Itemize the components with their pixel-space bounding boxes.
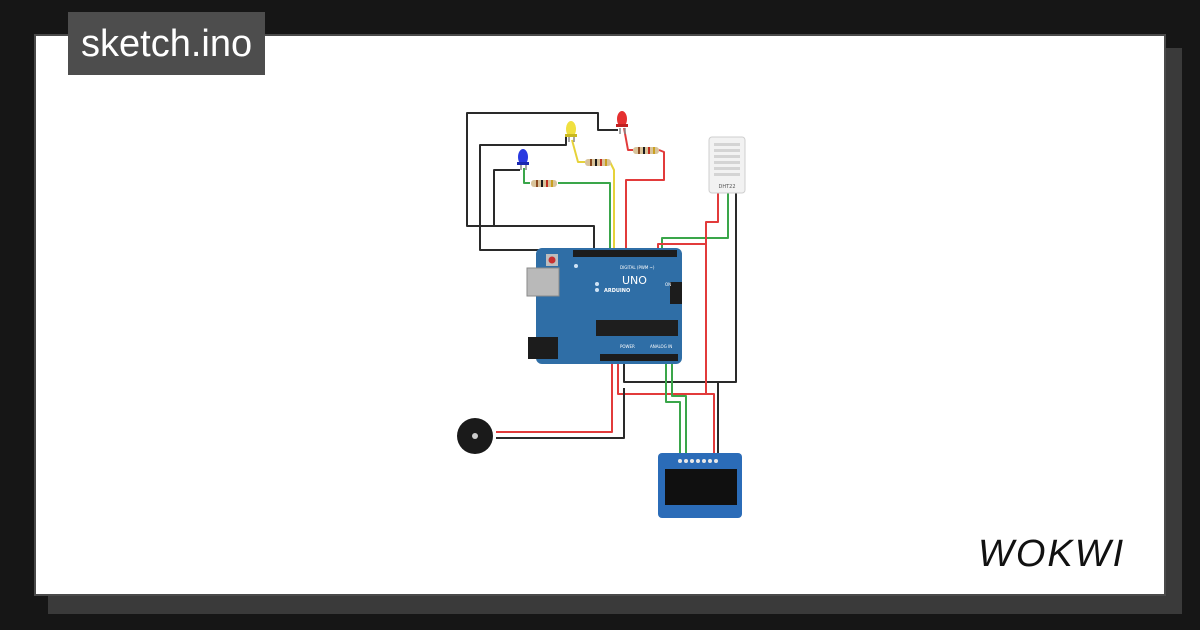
wire-green-blue-2 (558, 182, 611, 252)
sketch-title: sketch.ino (81, 22, 253, 65)
power-label: POWER (620, 344, 635, 349)
oled-display (658, 453, 742, 518)
wire-green-sda (665, 358, 681, 460)
arduino-label: ARDUINO (604, 288, 630, 294)
dht-label: DHT22 (718, 184, 735, 190)
wire-green-blue (523, 168, 530, 184)
wokwi-logo-text: WOKWI (978, 533, 1125, 575)
wire-green-scl (671, 358, 687, 460)
wire-black-blue-led (493, 169, 520, 226)
resistor-3 (531, 180, 557, 187)
wire-black-red-led (466, 112, 618, 250)
wires (466, 112, 737, 460)
led-blue (517, 149, 529, 170)
uno-label: UNO (622, 274, 647, 287)
wire-red-oled (706, 393, 715, 460)
led-yellow (565, 121, 577, 142)
wire-red-led-2 (625, 149, 665, 252)
title-badge: sketch.ino (68, 12, 266, 75)
wire-yellow-2 (609, 161, 615, 252)
wire-dht-black (623, 192, 737, 383)
wire-dht-red (657, 192, 719, 252)
wire-black-yellow-led (479, 136, 572, 251)
resistor-1 (633, 147, 659, 154)
on-label: ON (665, 282, 671, 287)
led-red (616, 111, 628, 134)
wire-buzzer-black (496, 388, 625, 439)
wire-red-5v (617, 244, 707, 395)
wokwi-logo: WOKWI (978, 533, 1125, 575)
digital-label: DIGITAL (PWM ~) (620, 265, 655, 270)
resistor-2 (585, 159, 611, 166)
wire-buzzer-red (496, 358, 613, 433)
wire-red-led (623, 127, 633, 151)
analog-label: ANALOG IN (650, 344, 672, 349)
dht22-sensor: DHT22 (708, 136, 746, 194)
buzzer (457, 418, 493, 454)
arduino-uno-board: DIGITAL (PWM ~) UNO ARDUINO ON POWER ANA… (526, 248, 682, 364)
wire-yellow-1 (571, 139, 585, 163)
